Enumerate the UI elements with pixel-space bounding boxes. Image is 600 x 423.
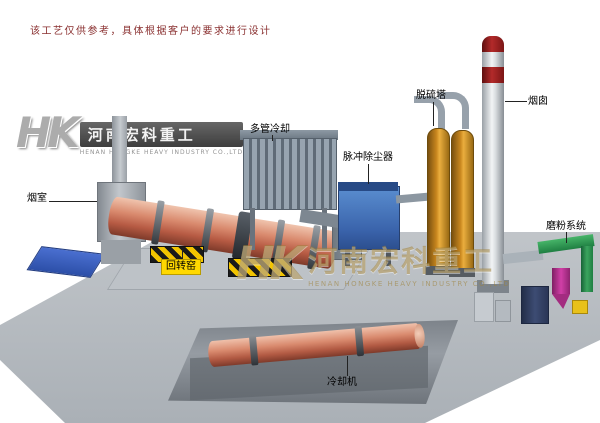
chimney-red-band [482, 36, 504, 52]
disclaimer-text: 该工艺仅供参考，具体根据客户的要求进行设计 [30, 26, 272, 37]
smoke-chamber-base [101, 240, 141, 264]
leader-line [347, 356, 348, 376]
logo-text-block: 河南宏科重工 HENAN HONGKE HEAVY INDUSTRY CO.,L… [79, 122, 244, 156]
chimney-stack [482, 36, 504, 284]
tower-base [449, 268, 475, 277]
feed-column [112, 116, 127, 186]
leader-line [49, 201, 97, 202]
dust-collector-leg [345, 248, 350, 266]
tower-gooseneck-pipe [438, 92, 469, 129]
ground-blue-panel [26, 246, 106, 278]
grinding-cyclone [552, 268, 570, 294]
leader-line [368, 164, 369, 184]
dust-collector-outlet-pipe [395, 192, 431, 204]
logo-monogram: HK [16, 108, 80, 157]
pulse-dust-collector-box [338, 186, 400, 250]
label-desulfurization-tower: 脱硫塔 [416, 90, 446, 101]
cooler-leg [250, 208, 255, 250]
label-multi-tube-cooler: 多管冷却 [250, 124, 290, 135]
multi-tube-cooler [243, 138, 337, 210]
kiln-tyre-ring [307, 224, 321, 270]
cooler-leg [322, 208, 327, 250]
label-smoke-chamber: 烟室 [27, 193, 47, 204]
desulfurization-tower [427, 128, 450, 270]
leader-line [272, 135, 273, 141]
label-chimney: 烟囱 [528, 96, 548, 107]
label-rotary-kiln: 回转窑 [161, 259, 201, 275]
auxiliary-unit [474, 292, 494, 322]
chimney-red-band [482, 67, 504, 83]
leader-line [433, 102, 434, 126]
grinding-yellow-unit [572, 300, 588, 314]
kiln-tyre-ring [151, 200, 165, 245]
grinding-green-downpipe [581, 246, 593, 292]
dust-collector-leg [386, 248, 391, 266]
label-grinding-system: 磨粉系统 [546, 221, 586, 232]
label-pulse-dust-collector: 脉冲除尘器 [343, 152, 393, 163]
tower-base [425, 266, 451, 275]
multi-tube-cooler-manifold [240, 130, 338, 140]
logo-company-name: 河南宏科重工 [79, 122, 244, 147]
desulfurization-tower [451, 130, 474, 272]
logo-company-name-en: HENAN HONGKE HEAVY INDUSTRY CO.,LTD [79, 149, 244, 156]
grinding-mill-unit [521, 286, 549, 324]
auxiliary-unit [495, 300, 511, 322]
label-cooling-machine: 冷却机 [327, 377, 357, 388]
dust-collector-cap [338, 182, 398, 191]
leader-line [566, 232, 567, 243]
cooling-machine-ring [354, 325, 365, 357]
leader-line [505, 101, 527, 102]
kiln-support-hazard-block [228, 258, 292, 277]
cooling-machine-ring [248, 335, 259, 366]
company-logo: HK 河南宏科重工 HENAN HONGKE HEAVY INDUSTRY CO… [16, 108, 244, 157]
leader-line [182, 250, 183, 259]
